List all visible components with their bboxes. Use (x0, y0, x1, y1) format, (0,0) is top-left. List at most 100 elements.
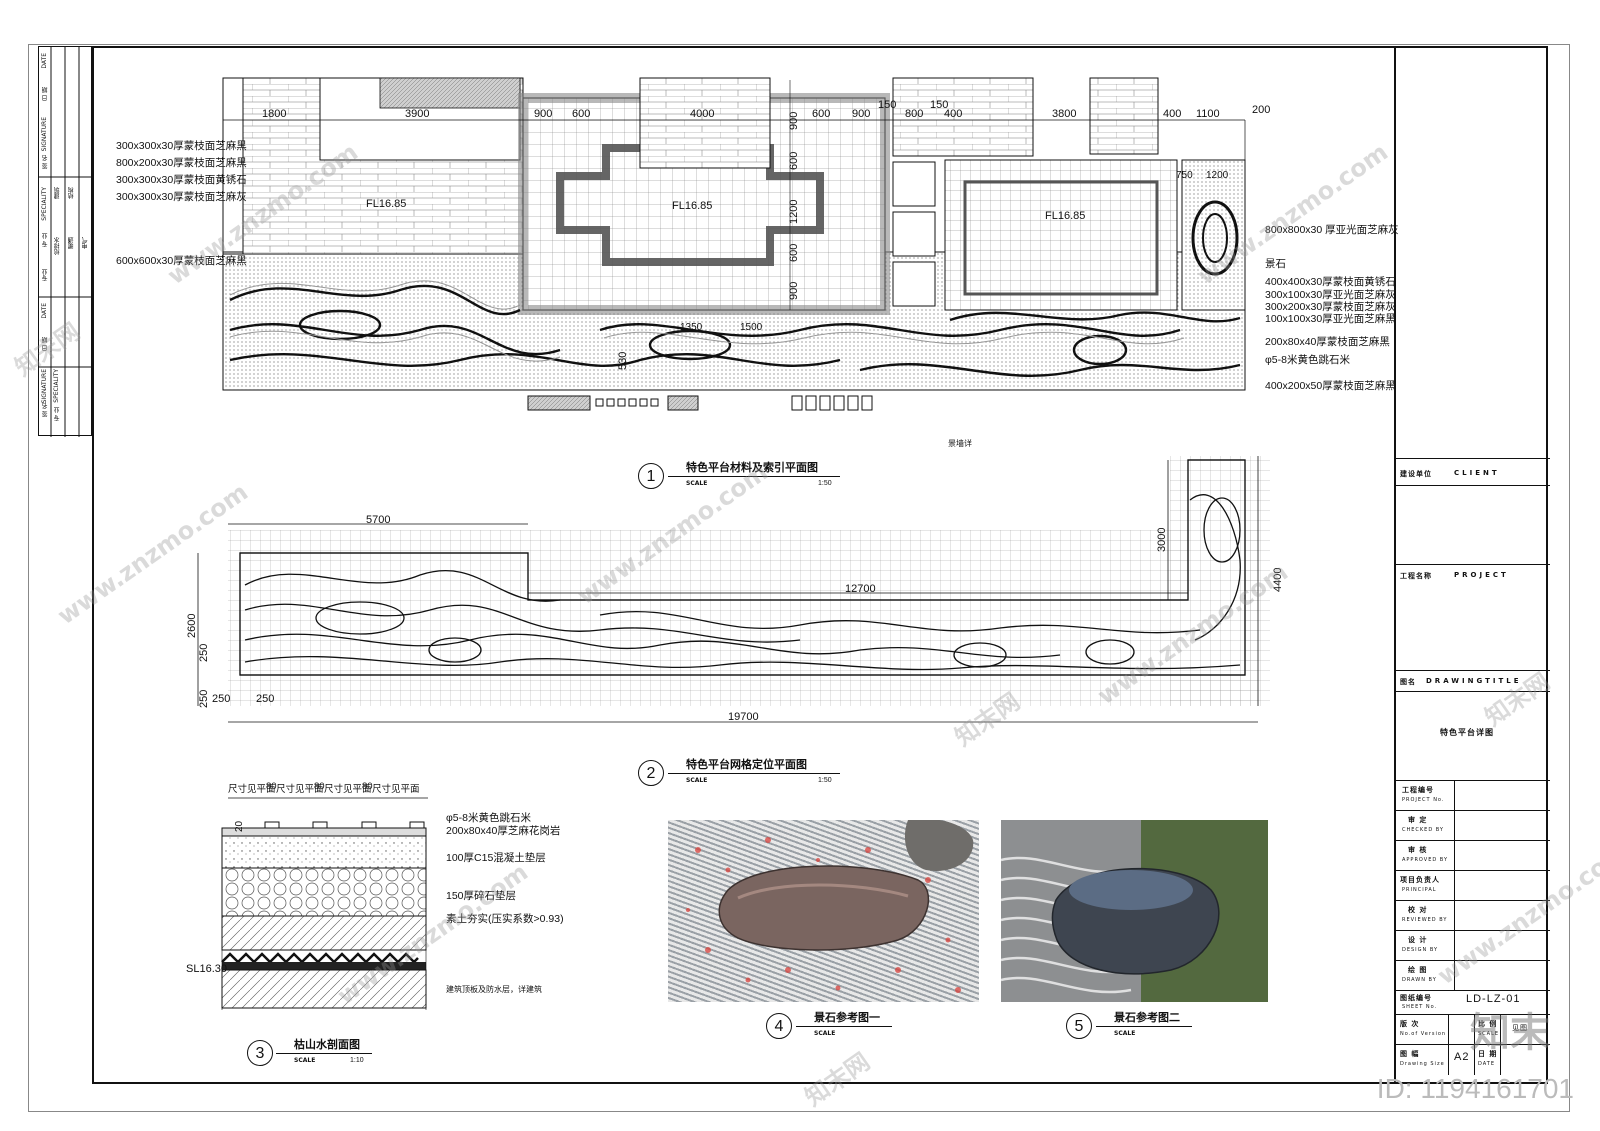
scale-value: 见图 (1512, 1024, 1528, 1032)
photo2-art (1001, 820, 1268, 1002)
plan1-dim-400b: 400 (1163, 108, 1182, 120)
section3-topdim-2: 80 (266, 781, 277, 792)
section3-topdim-3: 尺寸见平面 (276, 784, 324, 795)
plan1-callout-right-3: 400x400x30厚蒙枝面黄锈石 (1265, 276, 1396, 288)
view-number-3: 3 (247, 1040, 273, 1066)
plan2-dim-12700: 12700 (845, 583, 876, 595)
plan1-dim-600b: 600 (812, 108, 831, 120)
client-row: 建设单位 CLIENT (1396, 458, 1550, 564)
plan1-callout-left-2: 800x200x30厚蒙枝面芝麻黑 (116, 157, 247, 169)
revision-strip-grid (39, 47, 93, 437)
view-number-4: 4 (766, 1013, 792, 1039)
photo4-title: 景石参考图一 (814, 1011, 880, 1024)
section3-drawing (221, 797, 428, 1010)
plan1-callout-right-5: 300x200x30厚蒙枝面芝麻灰 (1265, 301, 1396, 313)
tb-row-principal: 项目负责人 PRINCIPAL (1396, 870, 1550, 901)
plan2-drawing (197, 456, 1270, 723)
plan1-dim-1350: 1350 (680, 322, 703, 333)
plan1-dim-150b: 150 (930, 99, 949, 111)
tb-row-approved: 审 核 APPROVED BY (1396, 840, 1550, 871)
photo5-scale-label: SCALE (1114, 1030, 1136, 1037)
plan1-dim-1500: 1500 (740, 322, 763, 333)
plan2-title: 特色平台网格定位平面图 (686, 758, 807, 771)
photo5-title-underline (1096, 1026, 1192, 1027)
plan2-dim-19700: 19700 (728, 711, 759, 723)
tb-row-sheet-no: 图纸编号 SHEET No. LD-LZ-01 (1396, 990, 1550, 1014)
section3-title: 枯山水剖面图 (294, 1038, 360, 1051)
plan1-dim-4000: 4000 (690, 108, 715, 120)
section3-topdim-6: 80 (362, 781, 373, 792)
section3-layer-1: φ5-8米黄色跳石米 (446, 812, 531, 824)
plan1-callout-right-1: 800x800x30 厚亚光面芝麻灰 (1265, 224, 1399, 236)
plan1-dim-600a: 600 (572, 108, 591, 120)
section3-topdim-7: 尺寸见平面 (372, 784, 420, 795)
drawing-title-label: 图名 (1400, 678, 1416, 686)
plan2-title-underline (668, 773, 840, 774)
revision-strip: DATE 日 期 SIGNATURE 签 名 SPECIALITY 专 业 专业… (38, 46, 93, 437)
title-block: 建设单位 CLIENT 工程名称 PROJECT 图名 DRAWINGTITLE… (1394, 46, 1550, 1084)
plan1-dim-800: 800 (905, 108, 924, 120)
plan1-dim-750: 750 (1176, 170, 1193, 181)
plan1-callout-right-8: φ5-8米黄色跳石米 (1265, 354, 1350, 366)
plan1-dim-900b: 900 (852, 108, 871, 120)
plan1-callout-left-3: 300x300x30厚蒙枝面黄锈石 (116, 174, 247, 186)
plan1-callout-left-1: 300x300x30厚蒙枝面芝麻黑 (116, 140, 247, 152)
client-label: 建设单位 (1400, 470, 1432, 478)
view-number-5: 5 (1066, 1013, 1092, 1039)
drawing-title-row: 图名 DRAWINGTITLE 特色平台详图 (1396, 670, 1550, 780)
photo4-scale-label: SCALE (814, 1030, 836, 1037)
plan1-elevation-center: FL16.85 (672, 200, 713, 212)
plan1-note-center: 景墙详 (948, 439, 972, 448)
photo1-art (686, 820, 974, 993)
section3-topdim-5: 尺寸见平面 (324, 784, 372, 795)
view-number-2: 2 (638, 760, 664, 786)
plan2-vdim-3000: 3000 (1156, 527, 1168, 552)
section3-layer-6: 建筑顶板及防水层，详建筑 (446, 985, 542, 994)
plan1-elevation-right: FL16.85 (1045, 210, 1086, 222)
reference-photo-1 (668, 820, 979, 1002)
section3-layer-5: 素土夯实(压实系数>0.93) (446, 913, 564, 925)
tb-row-design: 设 计 DESIGN BY (1396, 930, 1550, 961)
tb-row-version-scale: 版 次 No.of Version 比 例 SCALE 见图 (1396, 1014, 1550, 1075)
plan1-dim-150a: 150 (878, 99, 897, 111)
section3-scale-label: SCALE (294, 1057, 316, 1064)
plan1-callout-left-4: 300x300x30厚蒙枝面芝麻灰 (116, 191, 247, 203)
plan2-scale-label: SCALE (686, 777, 708, 784)
plan1-drawing (222, 77, 1246, 411)
plan1-dim-200: 200 (1252, 104, 1271, 116)
view-number-1: 1 (638, 463, 664, 489)
drawing-frame (92, 46, 1548, 1084)
section3-layer-4: 150厚碎石垫层 (446, 890, 517, 902)
plan1-dim-1200s: 1200 (1206, 170, 1229, 181)
drawing-name: 特色平台详图 (1440, 728, 1494, 737)
plan1-dim-3800: 3800 (1052, 108, 1077, 120)
project-label: 工程名称 (1400, 572, 1432, 580)
image-id: ID: 1194161701 (1376, 1073, 1574, 1104)
client-value: CLIENT (1454, 469, 1500, 477)
plan1-callout-right-9: 400x200x50厚蒙枝面芝麻黑 (1265, 380, 1396, 392)
plan1-dim-400a: 400 (944, 108, 963, 120)
plan1-dim-3900: 3900 (405, 108, 430, 120)
section3-title-underline (276, 1053, 372, 1054)
outer-sheet-border (28, 44, 1570, 1112)
section3-topdim-1: 尺寸见平面 (228, 784, 276, 795)
plan1-callout-right-7: 200x80x40厚蒙枝面芝麻黑 (1265, 336, 1390, 348)
plan1-elevation-left: FL16.85 (366, 198, 407, 210)
plan2-dim-5700: 5700 (366, 514, 391, 526)
section3-layer-2: 200x80x40厚芝麻花岗岩 (446, 825, 561, 837)
tb-row-reviewed: 校 对 REVIEWED BY (1396, 900, 1550, 931)
plan1-callout-left-5: 600x600x30厚蒙枝面芝麻黑 (116, 255, 247, 267)
plan2-dim-250c: 250 (212, 693, 231, 705)
tb-row-checked: 审 定 CHECKED BY (1396, 810, 1550, 841)
section3-scale-value: 1:10 (350, 1057, 364, 1064)
sheet-size: A2 (1454, 1051, 1470, 1063)
plan1-callout-right-6: 100x100x30厚亚光面芝麻黑 (1265, 313, 1396, 325)
plan1-dim-900a: 900 (534, 108, 553, 120)
section3-dim-20: 20 (234, 820, 245, 832)
plan2-dim-250d: 250 (256, 693, 275, 705)
plan1-dim-1100: 1100 (1196, 108, 1220, 120)
tb-row-size-date: 图 幅 Drawing Size A2 日 期 DATE (1396, 1044, 1550, 1074)
plan1-callout-right-2: 景石 (1265, 258, 1286, 270)
tb-row-drawn: 绘 图 DRAWN BY (1396, 960, 1550, 991)
project-value: PROJECT (1454, 571, 1509, 579)
